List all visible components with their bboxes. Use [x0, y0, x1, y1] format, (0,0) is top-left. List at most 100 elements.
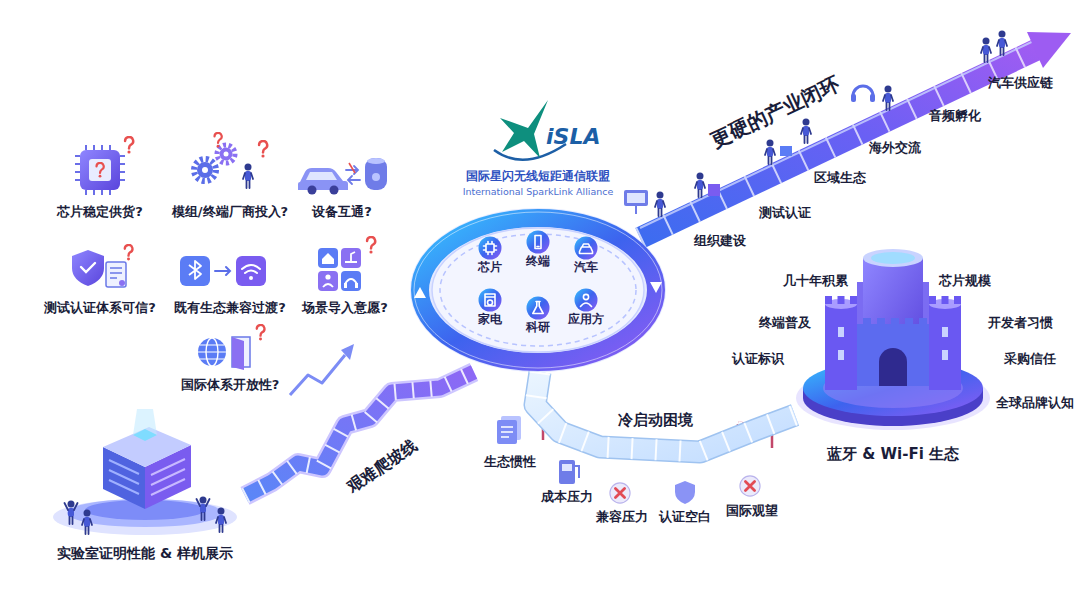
text-label: 模组/终端厂商投入?: [172, 204, 288, 220]
member-icon-part: [484, 242, 497, 255]
text-label: 生态惯性: [484, 454, 536, 469]
building-illustration: [45, 405, 245, 545]
member-icon: [574, 236, 598, 260]
cold-start-obstacles-part: [562, 464, 572, 471]
trend-arrow-part: [341, 344, 354, 360]
member-icon-part: [479, 237, 502, 260]
text-label: 海外交流: [869, 140, 921, 155]
cold-start-obstacles-part: [559, 460, 575, 484]
scene-icon-part: [318, 271, 338, 291]
device-link-icon-part: [306, 172, 337, 180]
node-text: 终端: [526, 255, 550, 269]
cold-start-obstacles-part: [610, 483, 630, 503]
bt-wifi-icon: [180, 256, 266, 286]
bt-wifi-icon-part: [242, 265, 260, 273]
member-icon-part: [485, 294, 495, 306]
text-label: 芯片稳定供货?: [57, 204, 143, 220]
gears-icon-part: [202, 167, 208, 173]
cold-start-obstacles-part: [501, 427, 513, 437]
industry-staircase-part: [765, 140, 775, 165]
device-link-icon-part: [308, 186, 317, 195]
member-icon-part: [580, 244, 593, 254]
text-label: 汽车供应链: [988, 75, 1053, 90]
scene-icon-part: [345, 252, 357, 262]
member-icon-part: [535, 236, 541, 249]
edge-label: 艰难爬坡线: [344, 435, 421, 497]
member-item: 汽车: [563, 236, 609, 276]
member-icon-part: [479, 289, 502, 312]
building-illustration-part: [65, 501, 78, 525]
industry-staircase-part: [851, 94, 856, 102]
member-icon: [574, 288, 598, 312]
scene-icon-part: [367, 237, 375, 254]
castle-illustration-part: [871, 252, 915, 264]
member-icon: [526, 230, 550, 254]
chip-icon: [75, 137, 133, 195]
node-text: 蓝牙 & Wi-Fi 生态: [827, 445, 959, 463]
ring-shape-part: [414, 287, 426, 298]
scene-icon: [318, 237, 375, 291]
building-illustration-part: [109, 460, 139, 494]
trend-arrow: [290, 344, 354, 395]
scene-icon-part: [322, 253, 334, 264]
member-item: 家电: [467, 288, 513, 328]
member-icon: [478, 236, 502, 260]
node-text: 家电: [478, 313, 502, 327]
text-label: 芯片规模: [939, 273, 991, 288]
ecosystem-castle: 蓝牙 & Wi-Fi 生态: [795, 232, 991, 477]
industry-staircase-part: [708, 184, 720, 196]
node-text: iSLA: [546, 124, 600, 150]
open-icon-part: [198, 345, 226, 359]
industry-staircase-part: [981, 38, 991, 63]
industry-staircase-part: [801, 119, 811, 144]
text-label: 兼容压力: [596, 509, 648, 524]
scene-icon-part: [318, 248, 338, 268]
gears-icon-part: [259, 141, 267, 158]
node-text: 应用方: [568, 313, 604, 327]
text-label: 全球品牌认知: [996, 395, 1074, 410]
question-icons: [72, 133, 387, 395]
cold-start-obstacles-part: [675, 481, 695, 504]
castle-illustration-part: [929, 296, 961, 304]
industry-staircase-part: [695, 173, 705, 198]
node-text: 芯片: [478, 261, 502, 275]
building-illustration-part: [82, 510, 92, 535]
member-icon-part: [527, 231, 550, 254]
industry-staircase-part: [1027, 32, 1071, 68]
industry-staircase-part: [640, 38, 1040, 228]
industry-staircase-part: [883, 86, 893, 111]
connector-band: [535, 372, 795, 452]
building-illustration-part: [216, 508, 226, 533]
member-item: 应用方: [563, 288, 609, 328]
device-link-icon: [298, 158, 387, 195]
ring-shape-part: [432, 228, 644, 352]
gears-icon-part: [224, 152, 229, 157]
bt-wifi-icon-part: [189, 261, 201, 279]
member-icon: [526, 296, 550, 320]
gears-icon-part: [214, 133, 221, 148]
castle-illustration-part: [879, 348, 907, 386]
building-illustration-part: [103, 427, 191, 467]
castle-illustration-part: [863, 249, 923, 267]
ring-shape-part: [420, 218, 656, 362]
node-text: International SparkLink Alliance: [463, 186, 614, 197]
industry-staircase-part: [870, 94, 875, 102]
cold-start-obstacles-part: [575, 466, 579, 478]
industry-staircase-part: [655, 192, 665, 217]
chip-icon-part: [75, 145, 125, 195]
chip-icon-part: [89, 159, 111, 181]
building-illustration-part: [151, 459, 185, 495]
node-text: 科研: [526, 321, 550, 335]
scene-icon-part: [355, 283, 358, 288]
bt-wifi-icon-part: [215, 267, 230, 275]
member-item: 终端: [515, 230, 561, 270]
text-label: 几十年积累: [783, 273, 848, 288]
member-item: 科研: [515, 296, 561, 336]
cold-start-obstacles-part: [740, 476, 760, 496]
connector: [535, 372, 795, 452]
text-label: 设备互通?: [312, 204, 372, 220]
chip-icon-part: [80, 150, 120, 190]
edge-label: 冷启动困境: [618, 411, 693, 429]
industry-staircase-part: [997, 31, 1007, 56]
scene-icon-part: [341, 248, 361, 268]
